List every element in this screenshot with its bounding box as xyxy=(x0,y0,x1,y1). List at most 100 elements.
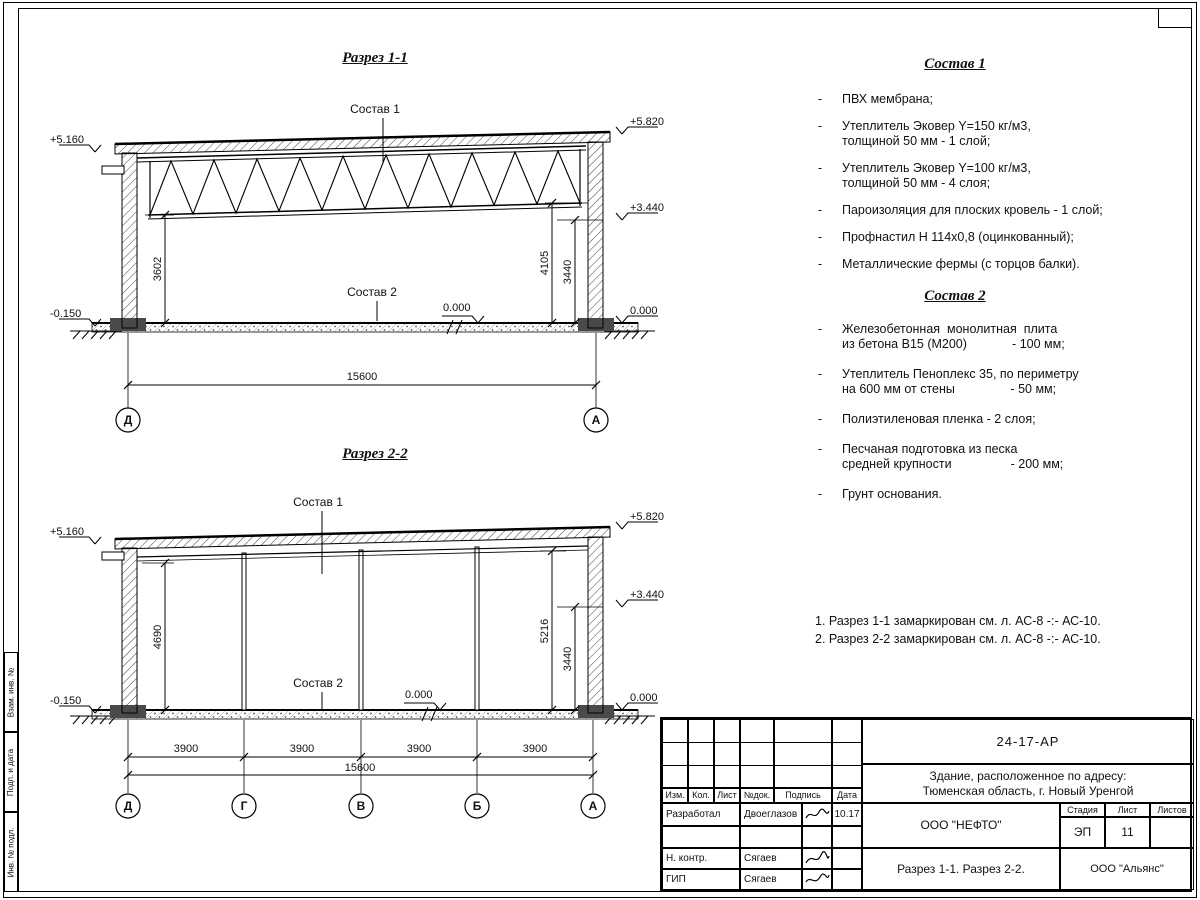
sostav2-heading: Состав 2 xyxy=(924,288,986,304)
elev-left-bottom: -0.150 xyxy=(50,695,81,707)
date-nkontr xyxy=(832,848,862,869)
dim-total: 15600 xyxy=(347,371,378,383)
dim-right-inner: 3440 xyxy=(562,647,574,671)
section-1-1-drawing: +5.160 -0.150 +5.820 +3.440 0.000 0.000 … xyxy=(50,102,664,433)
sheet-value: 11 xyxy=(1105,817,1150,848)
list-item: Песчаная подготовка из песка средней кру… xyxy=(818,442,1128,472)
elev-right-mid: +3.440 xyxy=(630,589,664,601)
bullet-dash xyxy=(818,322,826,352)
main-frame xyxy=(18,8,1192,892)
rev-header-kol: Кол. xyxy=(688,788,714,803)
dim-left: 4690 xyxy=(152,625,164,649)
elev-right-top: +5.820 xyxy=(630,116,664,128)
bullet-dash xyxy=(818,367,826,397)
dim-right-outer: 4105 xyxy=(539,251,551,275)
signature-cell xyxy=(802,826,832,848)
frame-label-text: Инв. № подл. xyxy=(6,827,16,877)
sheets-label: Листов xyxy=(1150,803,1194,817)
elevation-markers: +5.160 -0.150 +5.820 +3.440 0.000 0.000 xyxy=(50,511,664,714)
list-item: Профнастил Н 114х0,8 (оцинкованный); xyxy=(818,230,1128,245)
wall-left xyxy=(121,152,138,329)
wall-left xyxy=(121,547,138,714)
elev-left-bottom: -0.150 xyxy=(50,308,81,320)
stage-label: Стадия xyxy=(1060,803,1105,817)
elev-right-top: +5.820 xyxy=(630,511,664,523)
section1-title: Разрез 1-1 xyxy=(342,50,408,66)
list-item: Пароизоляция для плоских кровель - 1 сло… xyxy=(818,203,1128,218)
sostav1-list: ПВХ мембрана; Утеплитель Эковер Y=150 кг… xyxy=(818,92,1128,284)
elev-right-mid: +3.440 xyxy=(630,202,664,214)
note-1: 1. Разрез 1-1 замаркирован см. л. АС-8 -… xyxy=(815,614,1101,628)
bottom-dimensions: 3900 3900 3900 3900 15600 xyxy=(123,720,598,793)
list-item: Железобетонная монолитная плита из бетон… xyxy=(818,322,1128,352)
stage-value: ЭП xyxy=(1060,817,1105,848)
title-block: Изм. Кол. Лист №док. Подпись Дата Разраб… xyxy=(660,717,1194,892)
frame-label-podp: Подп. и дата xyxy=(4,732,18,812)
outer-border xyxy=(3,2,1197,898)
wall-right xyxy=(587,141,604,329)
roof-package xyxy=(114,130,611,155)
rev-col xyxy=(832,719,862,788)
rev-header-izm: Изм. xyxy=(662,788,688,803)
role-gip: ГИП xyxy=(662,869,740,890)
company-name: ООО "НЕФТО" xyxy=(862,803,1060,848)
elev-right-zero: 0.000 xyxy=(630,305,658,317)
rev-col xyxy=(774,719,832,788)
notes-block: 1. Разрез 1-1 замаркирован см. л. АС-8 -… xyxy=(815,612,1101,648)
dim-bay-4: 3900 xyxy=(523,743,547,755)
composition-labels: Состав 1 Состав 2 xyxy=(347,102,400,321)
name-nkontr: Сягаев xyxy=(740,848,802,869)
frame-label-text: Подп. и дата xyxy=(6,748,16,796)
floor-slab xyxy=(91,706,639,722)
axis-3: В xyxy=(357,799,366,813)
corner-stamp-box xyxy=(1158,8,1192,28)
sheets-value xyxy=(1150,817,1194,848)
dim-left: 3602 xyxy=(152,257,164,281)
rev-col xyxy=(688,719,714,788)
list-item: Грунт основания. xyxy=(818,487,1128,502)
rev-header-list: Лист xyxy=(714,788,740,803)
rev-header-doc: №док. xyxy=(740,788,774,803)
role-empty xyxy=(662,826,740,848)
signature-icon xyxy=(805,872,830,882)
bullet-dash xyxy=(818,257,826,272)
signature-cell xyxy=(802,869,832,890)
object-line-2: Тюменская область, г. Новый Уренгой xyxy=(922,783,1134,798)
axis-bubbles: Д Г В Б А xyxy=(115,793,606,819)
signature-cell xyxy=(802,803,832,826)
interior-columns xyxy=(241,546,480,711)
frame-label-text: Взам. инв. № xyxy=(6,667,16,717)
sostav1-label: Состав 1 xyxy=(350,102,400,116)
roof-package xyxy=(114,525,611,562)
name-empty xyxy=(740,826,802,848)
axis-bubbles: Д А xyxy=(115,407,609,433)
sostav2-label: Состав 2 xyxy=(293,676,343,690)
list-item: Утеплитель Эковер Y=150 кг/м3, толщиной … xyxy=(818,119,1128,149)
rev-header-date: Дата xyxy=(832,788,862,803)
list-item: ПВХ мембрана; xyxy=(818,92,1128,107)
section2-title: Разрез 2-2 xyxy=(342,446,408,462)
bullet-dash xyxy=(818,92,826,107)
list-item: Утеплитель Пеноплекс 35, по периметру на… xyxy=(818,367,1128,397)
axis-right: А xyxy=(592,413,601,427)
roof-truss xyxy=(136,145,587,220)
dim-bay-1: 3900 xyxy=(174,743,198,755)
dim-bay-3: 3900 xyxy=(407,743,431,755)
elev-floor: 0.000 xyxy=(443,302,471,314)
date-razrabotal: 10.17 xyxy=(832,803,862,826)
sheet-label: Лист xyxy=(1105,803,1150,817)
name-gip: Сягаев xyxy=(740,869,802,890)
sostav1-heading: Состав 1 xyxy=(924,56,986,72)
axis-4: Б xyxy=(473,799,482,813)
date-empty xyxy=(832,826,862,848)
bullet-dash xyxy=(818,203,826,218)
dim-right-outer: 5216 xyxy=(539,619,551,643)
name-razrabotal: Двоеглазов xyxy=(740,803,802,826)
dim-right-inner: 3440 xyxy=(562,260,574,284)
rev-col xyxy=(662,719,688,788)
signature-icon xyxy=(805,850,830,863)
elev-right-zero: 0.000 xyxy=(630,692,658,704)
note-2: 2. Разрез 2-2 замаркирован см. л. АС-8 -… xyxy=(815,632,1101,646)
role-nkontr: Н. контр. xyxy=(662,848,740,869)
